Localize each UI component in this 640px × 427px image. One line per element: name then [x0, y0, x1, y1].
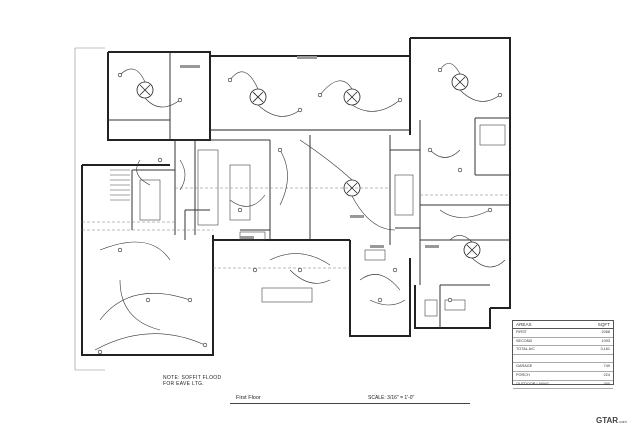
- areas-header-right: SQFT: [597, 322, 610, 327]
- areas-row-label: PORCH: [516, 372, 530, 377]
- areas-row-value: 3,161: [600, 347, 610, 352]
- areas-row: [513, 355, 613, 364]
- light-fixtures: [97, 67, 503, 355]
- areas-row-label: SECOND: [516, 338, 533, 343]
- note-line: NOTE: SOFFIT FLOOD: [163, 375, 222, 381]
- floor-label: First Floor: [236, 395, 261, 401]
- areas-row: SECOND 1093: [513, 338, 613, 347]
- floor-label-underline: [230, 403, 470, 404]
- ceiling-fan-icon: [136, 81, 154, 99]
- exterior-walls: [81, 37, 511, 356]
- scale-label: SCALE: 3/16" = 1'-0": [368, 395, 415, 401]
- interior-walls: [108, 52, 510, 328]
- areas-row-label: GARAGE: [516, 364, 533, 369]
- areas-row-label: TOTAL A/C: [516, 347, 535, 352]
- fixture-annotations: [180, 56, 439, 248]
- areas-row-value: 2068: [601, 330, 610, 334]
- areas-row: FIRST 2068: [513, 329, 613, 338]
- electrical-wiring: [94, 63, 506, 351]
- ceiling-fans: [136, 73, 481, 259]
- areas-header-left: AREAS: [516, 322, 532, 327]
- areas-row-value: 749: [603, 364, 610, 369]
- watermark: GTAR.com: [596, 417, 627, 426]
- sheet-frame: [74, 47, 105, 371]
- watermark-suffix: .com: [618, 419, 627, 424]
- soffit-lines: [82, 187, 510, 269]
- areas-row-value: 1093: [601, 338, 610, 343]
- areas-row-label: FIRST: [516, 330, 527, 334]
- note-line: FOR EAVE LTG.: [163, 381, 204, 387]
- ceiling-fan-icon: [343, 88, 361, 106]
- areas-row-value: 300: [603, 381, 610, 386]
- ceiling-fan-icon: [249, 88, 267, 106]
- areas-row-label: OUTDOOR LIVING: [516, 381, 549, 386]
- areas-row: GARAGE 749: [513, 363, 613, 372]
- watermark-brand: GTAR: [596, 416, 619, 425]
- ceiling-fan-icon: [451, 73, 469, 91]
- areas-row-value: 224: [603, 372, 610, 377]
- areas-row: OUTDOOR LIVING 300: [513, 381, 613, 390]
- areas-row: PORCH 224: [513, 372, 613, 381]
- areas-row: TOTAL A/C 3,161: [513, 346, 613, 355]
- areas-table-header: AREAS SQFT: [513, 321, 613, 329]
- ceiling-fan-icon: [463, 241, 481, 259]
- soffit-note: NOTE: SOFFIT FLOOD FOR EAVE LTG.: [163, 375, 221, 387]
- stairs: [110, 169, 130, 201]
